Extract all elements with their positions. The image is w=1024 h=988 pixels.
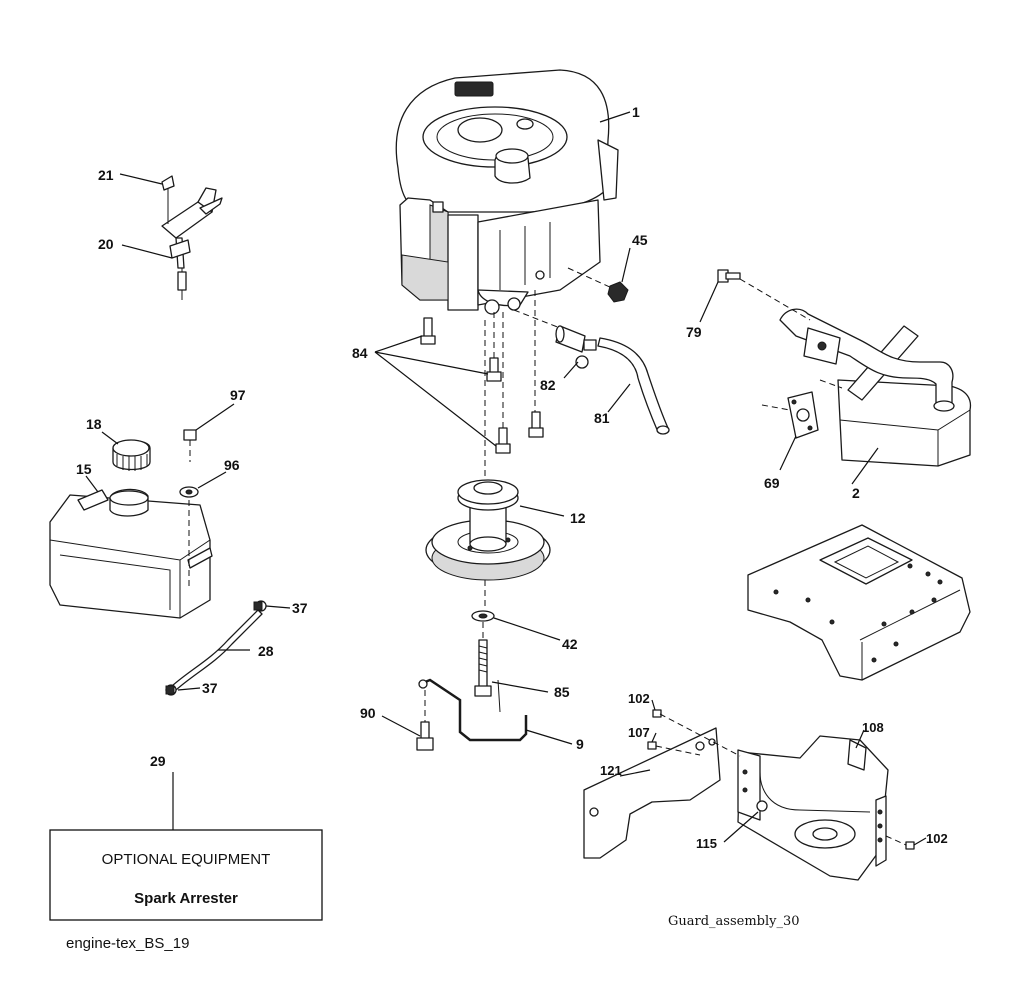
callout-90: 90 [360,705,376,721]
spark-arrester-label: Spark Arrester [134,890,238,907]
fuel-line [165,600,267,696]
fuel-cap [112,439,151,471]
callout-12: 12 [570,510,586,526]
leader-lines [85,111,927,846]
callout-102-bottom: 102 [926,831,948,846]
engine-assembly [395,69,619,315]
callout-85: 85 [554,684,570,700]
guard-hardware [647,709,915,850]
washer-and-bolt [471,580,495,697]
engine-mount-plate [747,524,971,681]
guard-side-plate [583,727,721,859]
callout-102-top: 102 [628,691,650,706]
muffler-bolt [717,269,811,321]
callout-42: 42 [562,636,578,652]
callout-84: 84 [352,345,368,361]
callout-96: 96 [224,457,240,473]
callout-28: 28 [258,643,274,659]
guard-shroud [737,735,889,881]
throttle-control [161,175,223,300]
nut [567,267,629,303]
fuel-fitting [513,309,597,369]
optional-equipment-title: OPTIONAL EQUIPMENT [102,851,271,868]
bracket-bolt [416,690,434,751]
callout-9: 9 [576,736,584,752]
pulley [425,479,551,581]
callout-1: 1 [632,104,640,120]
muffler [779,308,972,467]
callout-81: 81 [594,410,610,426]
callout-18: 18 [86,416,102,432]
callout-37-top: 37 [292,600,308,616]
fuel-tank [49,488,213,619]
callout-107: 107 [628,725,650,740]
hose [597,337,670,435]
optional-equipment-box: OPTIONAL EQUIPMENT Spark Arrester [49,829,323,921]
callout-108: 108 [862,720,884,735]
muffler-gasket [761,379,843,439]
callout-15: 15 [76,461,92,477]
callout-115: 115 [696,836,717,851]
bracket [418,678,528,742]
callout-69: 69 [764,475,780,491]
callout-97: 97 [230,387,246,403]
mounting-bolts [420,317,544,454]
callout-29: 29 [150,753,166,769]
guard-assembly-caption: Guard_assembly_30 [668,914,800,929]
tank-bolt-and-washer [179,429,199,590]
callout-20: 20 [98,236,114,252]
callout-82: 82 [540,377,556,393]
callout-37-bottom: 37 [202,680,218,696]
engine-caption: engine-tex_BS_19 [66,935,189,952]
callout-121: 121 [600,763,622,778]
callout-21: 21 [98,167,114,183]
callout-45: 45 [632,232,648,248]
callout-2: 2 [852,485,860,501]
callout-labels: 1 21 20 45 79 84 82 81 97 18 96 15 69 2 … [76,104,948,851]
callout-79: 79 [686,324,702,340]
